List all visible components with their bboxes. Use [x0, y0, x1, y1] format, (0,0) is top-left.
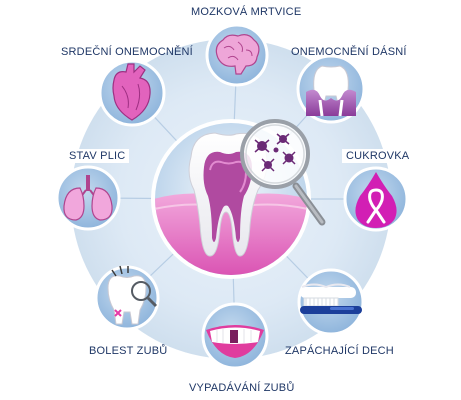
label-bad-breath: ZAPÁCHAJÍCÍ DECH: [285, 345, 394, 357]
heart-icon: [98, 59, 166, 127]
label-heart-disease: SRDEČNÍ ONEMOCNĚNÍ: [61, 46, 193, 58]
infected-tooth-magnifier-icon: [151, 119, 326, 279]
label-toothache: BOLEST ZUBŮ: [89, 345, 168, 357]
label-gum-disease: ONEMOCNĚNÍ DÁSNÍ: [291, 46, 407, 58]
smile-gap-icon: [201, 302, 269, 370]
ribbon-drop-icon: [343, 166, 409, 232]
label-stroke: MOZKOVÁ MRTVICE: [191, 6, 302, 18]
label-diabetes: CUKROVKA: [342, 149, 414, 163]
lungs-icon: [55, 165, 121, 231]
toothbrush-icon: [297, 268, 365, 336]
brain-icon: [205, 23, 269, 87]
painful-tooth-icon: [94, 265, 160, 331]
label-tooth-loss: VYPADÁVÁNÍ ZUBŮ: [189, 382, 295, 394]
label-lungs: STAV PLIC: [65, 149, 130, 163]
tooth-gum-icon: [296, 54, 366, 124]
